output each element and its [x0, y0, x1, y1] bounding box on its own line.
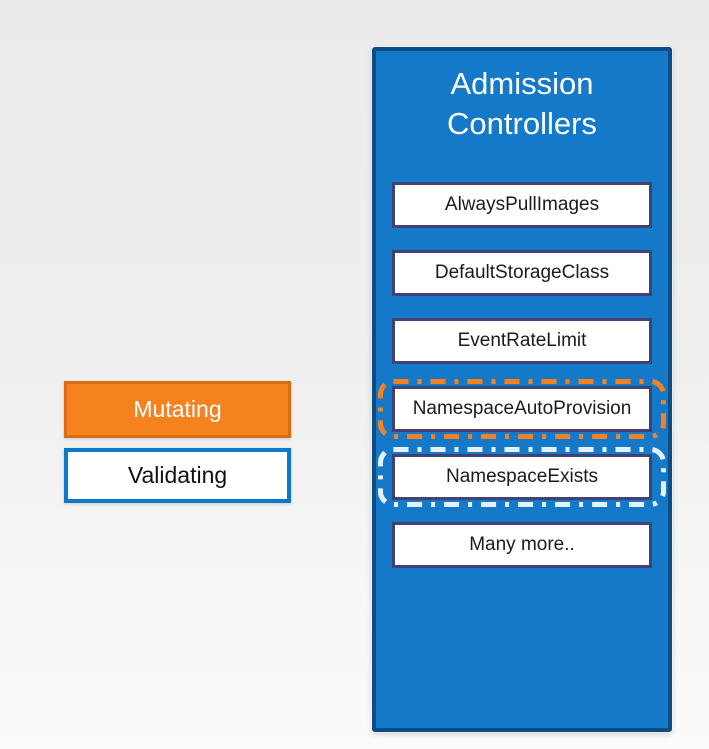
controller-label: EventRateLimit — [457, 330, 587, 351]
controller-label: NamespaceAutoProvision — [412, 398, 632, 419]
controllers-list: AlwaysPullImages DefaultStorageClass Eve… — [376, 182, 668, 568]
validating-dash-outline — [378, 447, 666, 507]
controller-box-manymore: Many more.. — [392, 522, 652, 568]
controller-label: DefaultStorageClass — [434, 262, 610, 283]
controller-label: Many more.. — [469, 534, 575, 555]
controller-label: AlwaysPullImages — [444, 194, 600, 215]
controller-box-alwayspullimages: AlwaysPullImages — [392, 182, 652, 228]
controller-box-eventratelimit: EventRateLimit — [392, 318, 652, 364]
legend-mutating: Mutating — [64, 381, 291, 438]
panel-title: Admission Controllers — [376, 64, 668, 144]
legend-validating: Validating — [64, 448, 291, 503]
legend-validating-label: Validating — [127, 462, 228, 488]
legend-mutating-label: Mutating — [133, 396, 222, 422]
controller-box-namespaceautoprovision: NamespaceAutoProvision — [392, 386, 652, 432]
controller-label: NamespaceExists — [445, 466, 599, 487]
mutating-highlight-group: NamespaceAutoProvision — [378, 379, 666, 439]
panel-title-text: Admission Controllers — [447, 66, 597, 141]
controller-box-namespaceexists: NamespaceExists — [392, 454, 652, 500]
mutating-dash-outline — [378, 379, 666, 439]
validating-highlight-group: NamespaceExists — [378, 447, 666, 507]
admission-controllers-panel: Admission Controllers AlwaysPullImages D… — [372, 47, 672, 732]
controller-box-defaultstorageclass: DefaultStorageClass — [392, 250, 652, 296]
